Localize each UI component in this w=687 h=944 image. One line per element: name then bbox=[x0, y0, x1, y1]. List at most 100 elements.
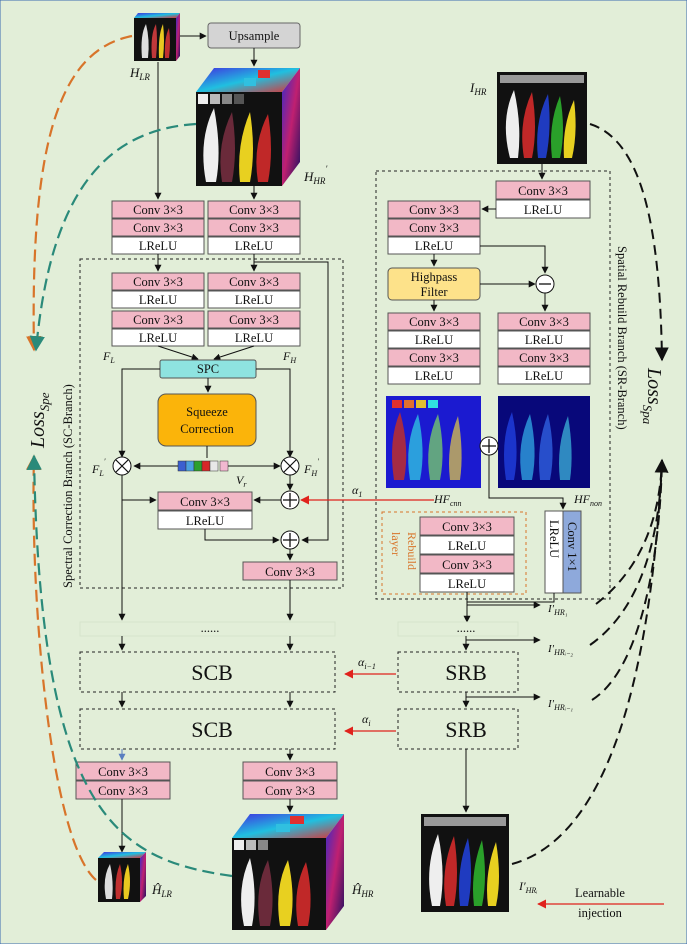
squeeze-correction-box bbox=[157, 393, 257, 447]
ihri1-label: I′HRᵢ₋₁ bbox=[547, 698, 573, 712]
scb-label-2: SCB bbox=[191, 717, 233, 742]
svg-text:Conv 3×3: Conv 3×3 bbox=[265, 765, 315, 779]
srb-label-1: SRB bbox=[445, 660, 487, 685]
svg-text:LReLU: LReLU bbox=[415, 333, 453, 347]
svg-text:Conv 3×3: Conv 3×3 bbox=[442, 558, 492, 572]
svg-text:LReLU: LReLU bbox=[235, 293, 273, 307]
svg-text:LReLU: LReLU bbox=[448, 539, 486, 553]
svg-text:Conv 1×1: Conv 1×1 bbox=[565, 522, 579, 572]
add-circle-1 bbox=[280, 490, 300, 510]
svg-text:Conv 3×3: Conv 3×3 bbox=[519, 351, 569, 365]
highpass-label-2: Filter bbox=[420, 285, 448, 299]
svg-text:Conv 3×3: Conv 3×3 bbox=[98, 765, 148, 779]
svg-text:LReLU: LReLU bbox=[524, 203, 562, 217]
loss-spa-3 bbox=[591, 459, 663, 701]
rebuild-layer-frame bbox=[381, 511, 527, 595]
subtract-circle bbox=[535, 274, 555, 294]
svg-text:LReLU: LReLU bbox=[448, 577, 486, 591]
loss-spa-label: LossSpa bbox=[640, 367, 665, 425]
alphai1-label: αi−1 bbox=[358, 655, 376, 671]
hf-cnn-map bbox=[386, 396, 481, 488]
conv1x1-block: LReLU Conv 1×1 bbox=[544, 510, 582, 594]
highpass-label-1: Highpass bbox=[411, 270, 458, 284]
loss-spa-4 bbox=[511, 459, 663, 865]
sc-init-right-stack: Conv 3×3 Conv 3×3 LReLU bbox=[207, 200, 301, 255]
learnable-label-1: Learnable bbox=[575, 886, 625, 900]
multiply-left bbox=[112, 456, 132, 476]
svg-text:LReLU: LReLU bbox=[139, 293, 177, 307]
ihr1-label: I′HR₁ bbox=[547, 603, 568, 617]
spc-label: SPC bbox=[197, 362, 219, 376]
hlr-input-cube bbox=[134, 13, 180, 61]
alphai-label: αi bbox=[362, 712, 371, 728]
loss-spa-top bbox=[589, 123, 669, 362]
svg-text:Conv 3×3: Conv 3×3 bbox=[133, 221, 183, 235]
vr-label: Vr bbox=[236, 473, 247, 489]
svg-text:Conv 3×3: Conv 3×3 bbox=[442, 520, 492, 534]
out-ihri-image bbox=[421, 814, 509, 912]
rebuild-label-1: Rebuild bbox=[405, 532, 419, 570]
ihr-label: IHR bbox=[469, 80, 487, 97]
hhr-label: HHR′ bbox=[303, 164, 328, 186]
ihr-image bbox=[497, 72, 587, 164]
sr-branch-label: Spatial Rebuild Branch (SR-Branch) bbox=[615, 246, 629, 430]
sr-left-stack: Conv 3×3 LReLU Conv 3×3 LReLU bbox=[387, 312, 481, 385]
hlr-label: HLR bbox=[129, 65, 150, 82]
out-right-convs: Conv 3×3 Conv 3×3 bbox=[242, 761, 338, 800]
srb-block-1 bbox=[397, 651, 519, 693]
loss-spe-teal-top bbox=[29, 122, 197, 352]
out-hr-cube bbox=[232, 814, 344, 930]
sr-dots: ...... bbox=[457, 621, 476, 635]
sc-init-left-stack: Conv 3×3 Conv 3×3 LReLU bbox=[111, 200, 205, 255]
out-left-convs: Conv 3×3 Conv 3×3 bbox=[75, 761, 171, 800]
svg-text:Conv 3×3: Conv 3×3 bbox=[229, 203, 279, 217]
svg-text:Conv 3×3: Conv 3×3 bbox=[265, 784, 315, 798]
loss-spe-label: LossSpe bbox=[27, 392, 52, 449]
svg-text:LReLU: LReLU bbox=[139, 239, 177, 253]
sc-faded-block bbox=[79, 621, 336, 637]
out-lr-label: ĤLR bbox=[151, 882, 172, 899]
svg-text:Conv 3×3: Conv 3×3 bbox=[409, 315, 459, 329]
sr-branch-frame bbox=[375, 170, 611, 600]
loss-spe-orange-bottom bbox=[25, 454, 97, 881]
loss-spa-1 bbox=[595, 458, 669, 605]
upsample-label: Upsample bbox=[229, 29, 280, 43]
svg-text:LReLU: LReLU bbox=[415, 369, 453, 383]
hfcnn-label: HFcnn bbox=[433, 492, 462, 508]
svg-text:Conv 3×3: Conv 3×3 bbox=[133, 203, 183, 217]
svg-text:LReLU: LReLU bbox=[186, 514, 224, 528]
sr-first-conv: Conv 3×3 LReLU bbox=[495, 180, 591, 219]
scb-label-1: SCB bbox=[191, 660, 233, 685]
svg-text:LReLU: LReLU bbox=[139, 331, 177, 345]
svg-text:LReLU: LReLU bbox=[235, 239, 273, 253]
svg-text:LReLU: LReLU bbox=[415, 239, 453, 253]
out-lr-cube bbox=[98, 852, 146, 902]
loss-spe-teal-bottom bbox=[26, 454, 233, 878]
srb-block-2 bbox=[397, 708, 519, 750]
svg-text:Conv 3×3: Conv 3×3 bbox=[133, 275, 183, 289]
svg-text:Conv 3×3: Conv 3×3 bbox=[180, 495, 230, 509]
rebuild-stack: Conv 3×3 LReLU Conv 3×3 LReLU bbox=[419, 516, 515, 593]
svg-text:Conv 3×3: Conv 3×3 bbox=[409, 203, 459, 217]
svg-text:LReLU: LReLU bbox=[525, 369, 563, 383]
sc-inner-left-stack: Conv 3×3 LReLU Conv 3×3 LReLU bbox=[111, 272, 205, 347]
svg-text:LReLU: LReLU bbox=[547, 520, 561, 558]
sc-dots: ...... bbox=[201, 621, 220, 635]
svg-text:Conv 3×3: Conv 3×3 bbox=[409, 351, 459, 365]
svg-text:Conv 3×3: Conv 3×3 bbox=[229, 275, 279, 289]
squeeze-label-2: Correction bbox=[180, 422, 234, 436]
rebuild-label-2: layer bbox=[389, 532, 403, 556]
add-circle-2 bbox=[280, 530, 300, 550]
fl-label: FL′ bbox=[91, 457, 106, 478]
sc-branch-label: Spectral Correction Branch (SC-Branch) bbox=[61, 384, 75, 588]
svg-text:Conv 3×3: Conv 3×3 bbox=[98, 784, 148, 798]
svg-text:Conv 3×3: Conv 3×3 bbox=[229, 313, 279, 327]
sc-branch-frame bbox=[79, 258, 344, 589]
learnable-label-2: injection bbox=[578, 906, 622, 920]
sc-conv-lrelu: Conv 3×3 LReLU bbox=[157, 491, 253, 530]
svg-text:Conv 3×3: Conv 3×3 bbox=[519, 315, 569, 329]
add-circle-sr bbox=[479, 436, 499, 456]
sc-final-conv-label: Conv 3×3 bbox=[265, 565, 315, 579]
hf-non-map bbox=[498, 396, 590, 488]
